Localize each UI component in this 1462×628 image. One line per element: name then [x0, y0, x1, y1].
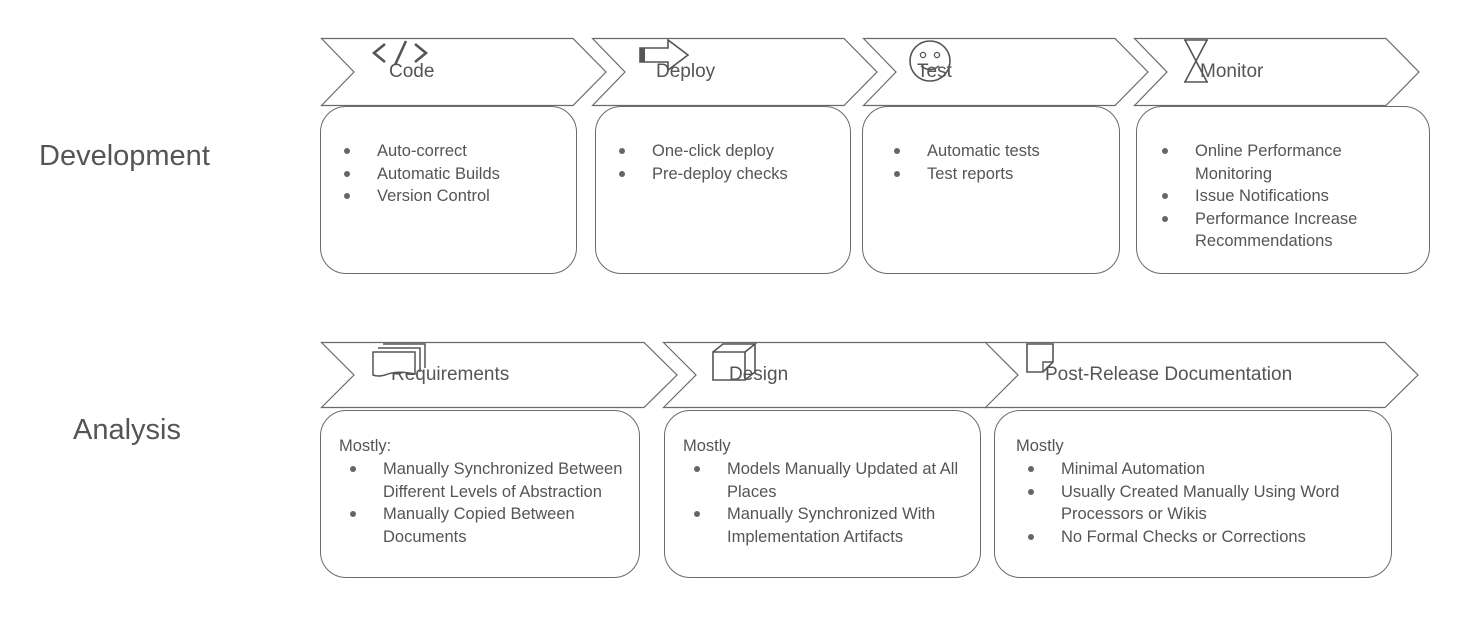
list-item: Automatic tests: [889, 140, 1040, 163]
card-deploy: One-click deploy Pre-deploy checks: [595, 106, 851, 274]
list-item: Test reports: [889, 163, 1040, 186]
list-item: Manually Copied Between Documents: [345, 503, 625, 548]
card-monitor: Online Performance Monitoring Issue Noti…: [1136, 106, 1430, 274]
list-item: Issue Notifications: [1157, 185, 1397, 208]
list-item: Automatic Builds: [339, 163, 500, 186]
stage-test-chevron: Test: [862, 37, 1149, 107]
card-design: Mostly Models Manually Updated at All Pl…: [664, 410, 981, 578]
list-item: Manually Synchronized Between Different …: [345, 458, 625, 503]
stage-monitor-title: Monitor: [1200, 61, 1264, 82]
list-item: Minimal Automation: [1023, 458, 1363, 481]
list-item: One-click deploy: [614, 140, 788, 163]
stage-monitor-chevron: Monitor: [1133, 37, 1420, 107]
stage-deploy-title: Deploy: [656, 61, 716, 82]
stage-code-chevron: Code: [320, 37, 607, 107]
list-item: No Formal Checks or Corrections: [1023, 526, 1363, 549]
stage-postrelease-chevron: Post-Release Documentation: [984, 341, 1419, 409]
card-intro: Mostly: [683, 437, 731, 455]
list-item: Performance Increase Recommendations: [1157, 208, 1397, 253]
stage-postrelease-title: Post-Release Documentation: [1045, 364, 1293, 385]
list-item: Version Control: [339, 185, 500, 208]
list-item: Manually Synchronized With Implementatio…: [689, 503, 959, 548]
card-intro: Mostly: [1016, 437, 1064, 455]
stage-design-chevron: Design: [662, 341, 1020, 409]
card-postrelease: Mostly Minimal Automation Usually Create…: [994, 410, 1392, 578]
list-item: Pre-deploy checks: [614, 163, 788, 186]
card-code: Auto-correct Automatic Builds Version Co…: [320, 106, 577, 274]
list-item: Online Performance Monitoring: [1157, 140, 1397, 185]
card-test: Automatic tests Test reports: [862, 106, 1120, 274]
stage-code-title: Code: [389, 61, 435, 82]
list-item: Models Manually Updated at All Places: [689, 458, 959, 503]
list-item: Usually Created Manually Using Word Proc…: [1023, 481, 1363, 526]
stage-requirements-chevron: Requirements: [320, 341, 678, 409]
list-item: Auto-correct: [339, 140, 500, 163]
row-label-development: Development: [39, 140, 210, 172]
stage-deploy-chevron: Deploy: [591, 37, 878, 107]
card-requirements: Mostly: Manually Synchronized Between Di…: [320, 410, 640, 578]
row-label-analysis: Analysis: [73, 414, 181, 446]
card-intro: Mostly:: [339, 437, 392, 455]
